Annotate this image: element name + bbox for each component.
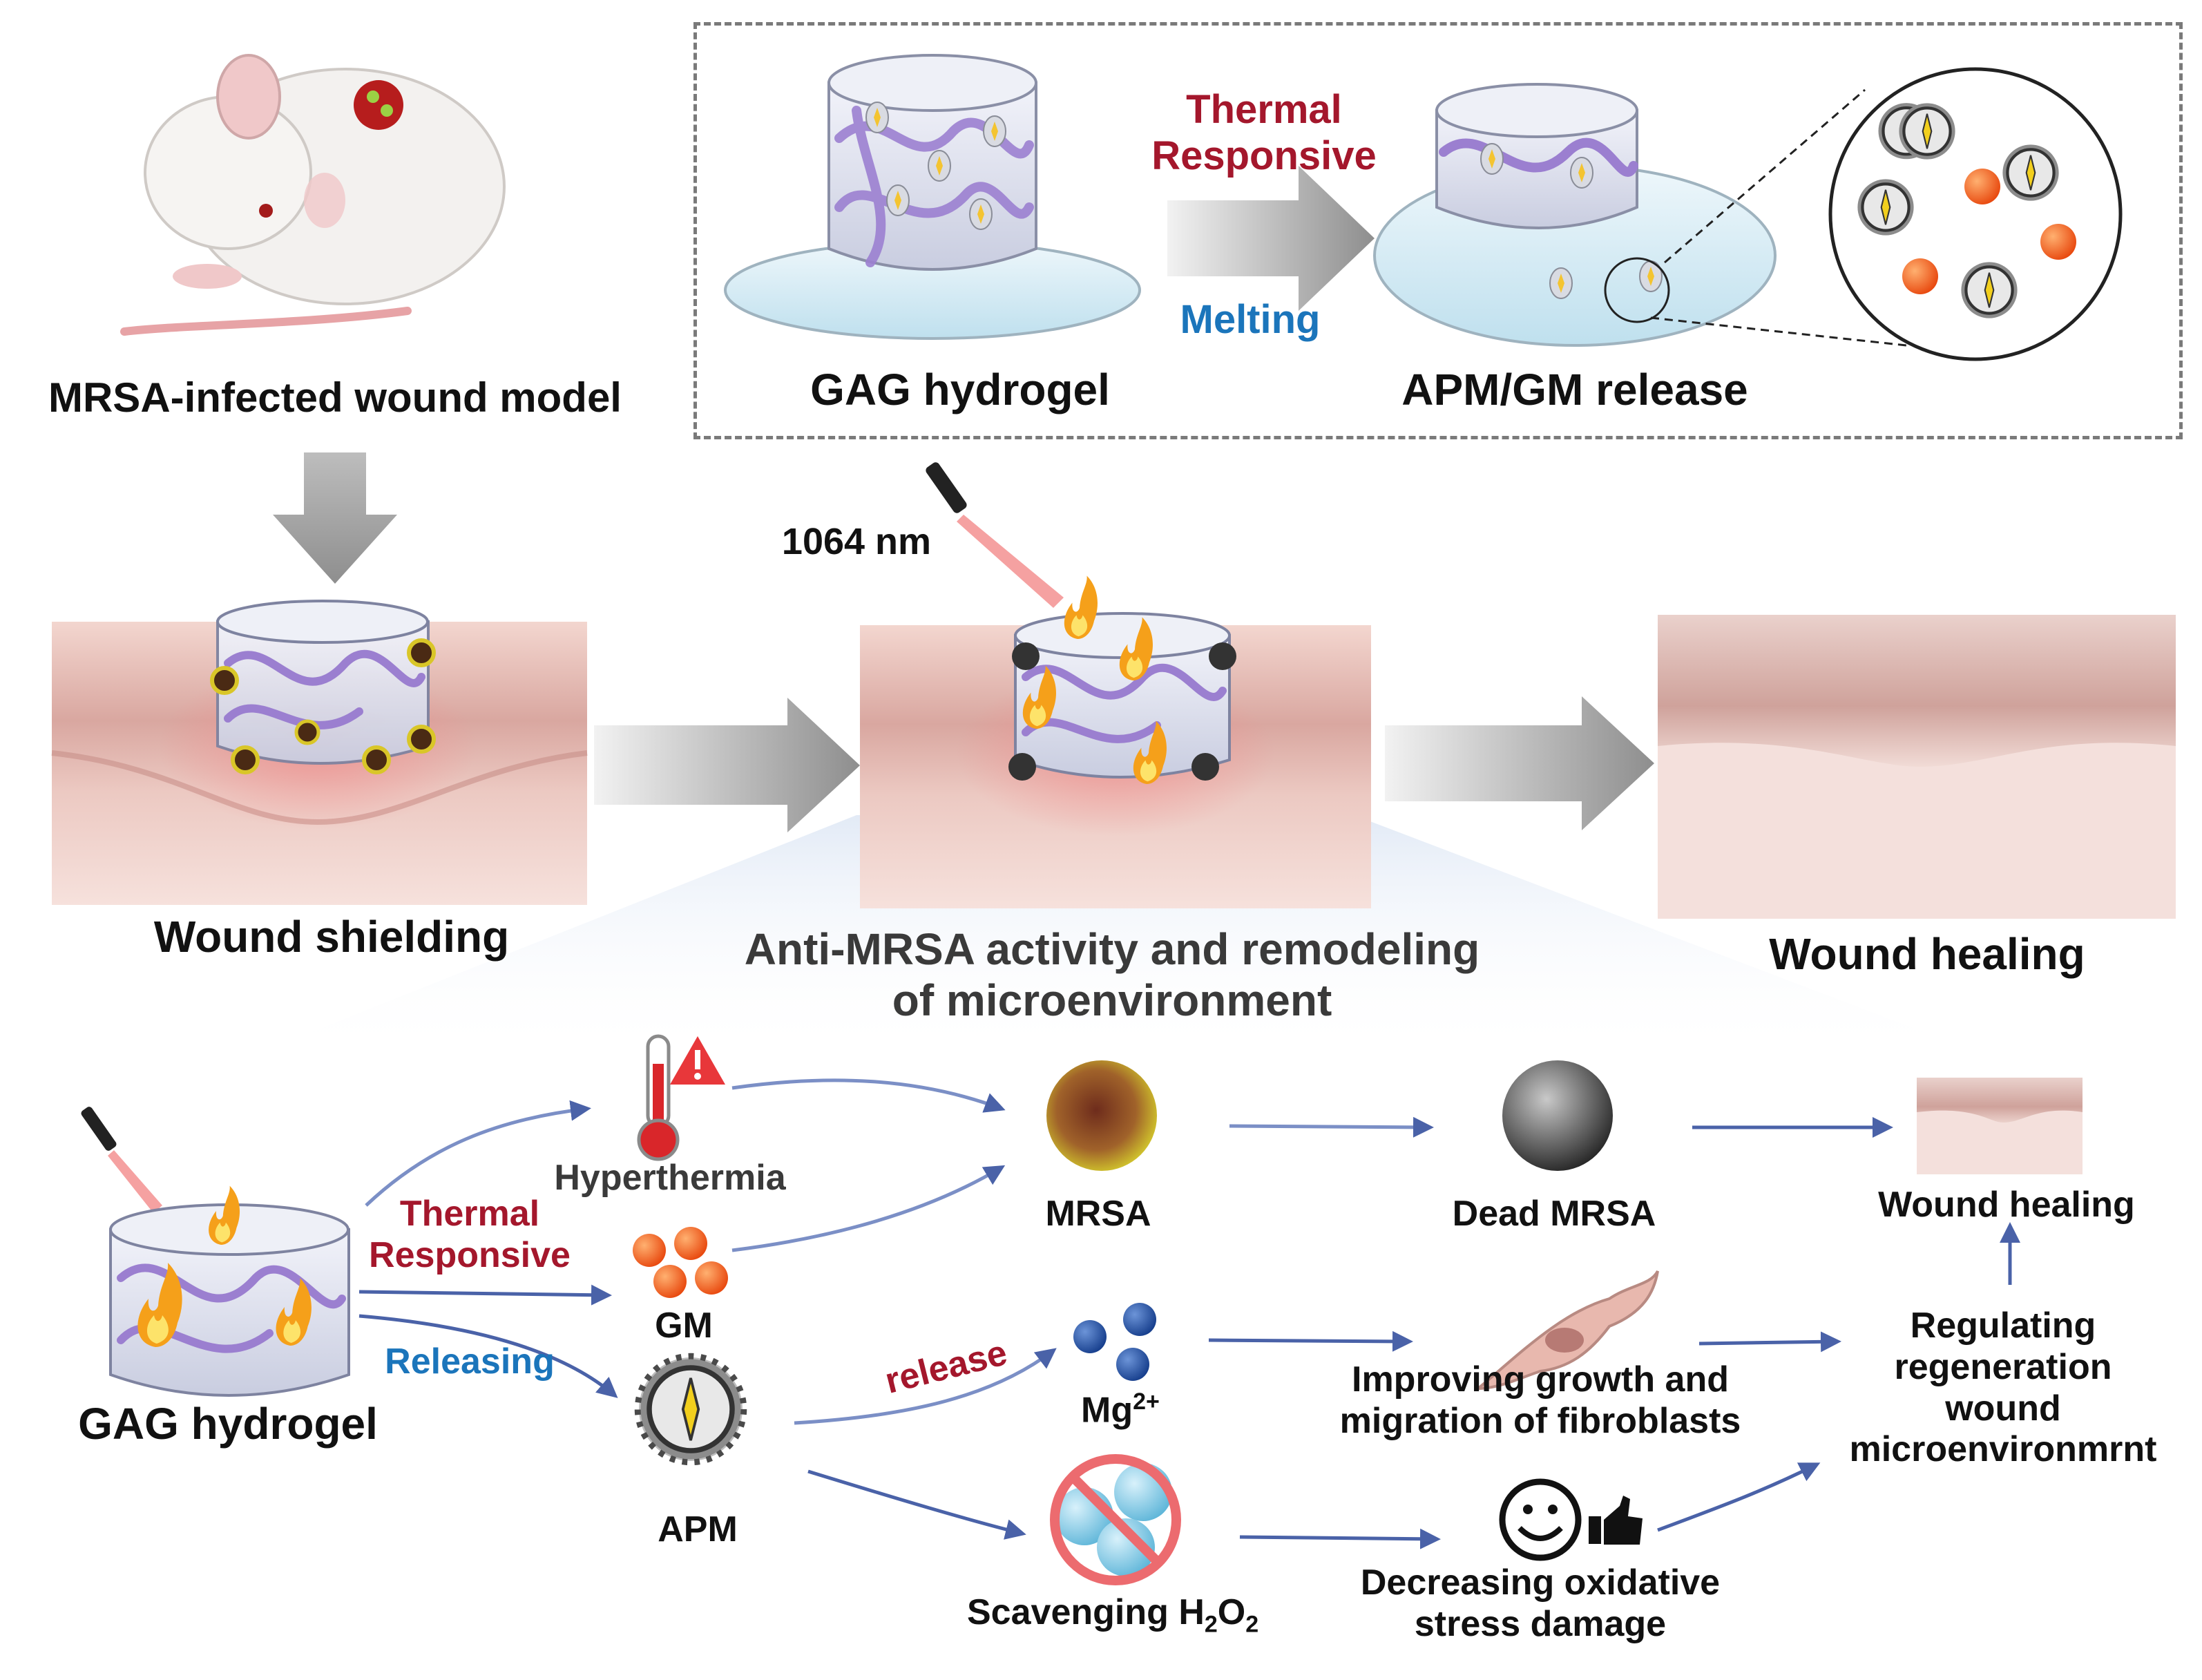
mg-ions [1073, 1303, 1156, 1381]
inset-hydrogel [724, 54, 1141, 340]
thumbs-up-icon [1589, 1496, 1643, 1545]
mech-healing-label: Wound healing [1878, 1185, 2135, 1225]
stage-arrow-1 [594, 698, 860, 832]
arrow-gel-to-gm [358, 1284, 612, 1306]
inset-thermal-line1: Thermal [1186, 87, 1342, 132]
laser-label: 1064 nm [782, 521, 931, 562]
stage-activity-line1: Anti-MRSA activity and remodeling [744, 924, 1480, 974]
mrsa-cell [1046, 1060, 1157, 1171]
arrow-apm-to-scavenging [807, 1469, 1026, 1540]
dead-mrsa-cell [1502, 1060, 1613, 1171]
regulating-label: Regulating regeneration wound microenvir… [1810, 1306, 2196, 1471]
apm-label: APM [658, 1509, 738, 1549]
arrow-gel-to-hyperthermia [365, 1100, 591, 1207]
mech-thermal-line1: Thermal [399, 1194, 540, 1234]
scavenging-sub2: 2 [1245, 1611, 1259, 1638]
stage-activity-line2: of microenvironment [892, 975, 1332, 1025]
oxidative-line2: stress damage [1414, 1603, 1667, 1644]
regulating-line3: wound [1945, 1388, 2061, 1429]
mg-charge: 2+ [1133, 1388, 1160, 1415]
inset-hydrogel-label: GAG hydrogel [810, 365, 1110, 414]
stage-arrow-2 [1385, 696, 1654, 830]
oxidative-label: Decreasing oxidative stress damage [1312, 1563, 1768, 1645]
apm-particle-icon [634, 1353, 747, 1466]
inset-thermal-line2: Responsive [1151, 133, 1377, 178]
skin-panel-shielding [51, 600, 588, 905]
inset-arrow [1167, 166, 1375, 311]
arrow-oxidative-to-regulating [1657, 1462, 1821, 1532]
mech-thermal-line2: Responsive [369, 1234, 571, 1275]
mrsa-label: MRSA [1045, 1194, 1151, 1234]
h2o2-scavenging-icon [1050, 1454, 1181, 1585]
mech-thermal-label: Thermal Responsive [345, 1194, 594, 1277]
arrow-fibroblast-to-regulating [1698, 1331, 1841, 1353]
smiley-icon [1499, 1478, 1582, 1561]
dead-mrsa-label: Dead MRSA [1452, 1194, 1656, 1234]
regulating-line2: regeneration [1894, 1346, 2112, 1387]
laser-pointer-bottom [81, 1107, 162, 1213]
fibroblast-line2: migration of fibroblasts [1339, 1400, 1741, 1441]
warning-icon [670, 1036, 725, 1085]
stage-activity-label: Anti-MRSA activity and remodeling of mic… [691, 924, 1533, 1026]
arrow-apm-to-mg [794, 1348, 1057, 1425]
down-arrow [273, 452, 397, 584]
mech-releasing-label: Releasing [385, 1342, 555, 1382]
scavenging-label: Scavenging H2O2 [967, 1592, 1258, 1638]
arrow-mg-to-fibroblast [1208, 1330, 1413, 1352]
gm-label: GM [655, 1306, 713, 1346]
arrow-mrsa-to-dead [1229, 1116, 1434, 1138]
mg-symbol: Mg [1081, 1390, 1133, 1431]
scavenging-sub1: 2 [1204, 1611, 1218, 1638]
rat-illustration [120, 54, 506, 336]
zoom-circle [1650, 67, 2123, 361]
skin-panel-activity [860, 575, 1371, 908]
mech-hydrogel-label: GAG hydrogel [78, 1399, 378, 1449]
inset-melting-label: Melting [1180, 297, 1321, 342]
scavenging-mid: O [1217, 1592, 1246, 1632]
stage-shielding-label: Wound shielding [153, 912, 510, 962]
inset-frame [693, 22, 2183, 439]
hyperthermia-label: Hyperthermia [554, 1158, 786, 1198]
arrow-scavenging-to-oxidative [1239, 1528, 1441, 1549]
fibroblast-nucleus [1545, 1328, 1584, 1353]
mg-label: Mg2+ [1081, 1388, 1160, 1431]
fibroblast-label: Improving growth and migration of fibrob… [1299, 1359, 1782, 1442]
laser-pointer-top [926, 462, 1064, 608]
healed-skin-thumbnail [1917, 1078, 2083, 1174]
inset-release-label: APM/GM release [1401, 365, 1748, 414]
mechanism-hydrogel [109, 1185, 350, 1397]
fibroblast-line1: Improving growth and [1352, 1359, 1729, 1400]
gm-particles [633, 1227, 728, 1298]
arrow-gm-to-mrsa [731, 1165, 1006, 1252]
inset-released [1373, 83, 1777, 347]
arrow-hyperthermia-to-mrsa [731, 1078, 1006, 1113]
zoom-fan [249, 815, 1989, 1057]
model-label: MRSA-infected wound model [48, 374, 622, 421]
arrow-gel-to-apm [358, 1314, 618, 1398]
inset-thermal-label: Thermal Responsive [1147, 87, 1381, 179]
regulating-line1: Regulating [1910, 1306, 2096, 1346]
oxidative-line1: Decreasing oxidative [1360, 1563, 1721, 1603]
regulating-line4: microenvironmrnt [1849, 1429, 2157, 1470]
thermometer-icon [637, 1034, 680, 1161]
skin-panel-healing [1658, 615, 2176, 919]
scavenging-prefix: Scavenging H [967, 1592, 1205, 1632]
stage-healing-label: Wound healing [1769, 929, 2085, 979]
